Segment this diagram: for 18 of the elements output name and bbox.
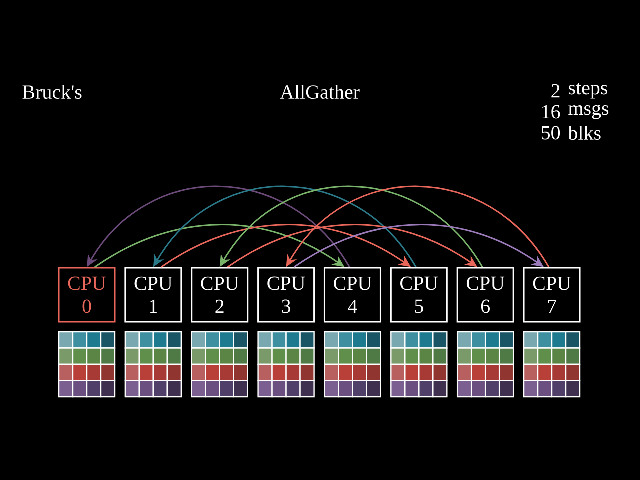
- cpu-box: CPU 1: [124, 267, 182, 323]
- stat-unit: msgs: [568, 104, 609, 120]
- cpu-box: CPU 3: [258, 267, 316, 323]
- cpu-box: CPU 0: [58, 267, 116, 323]
- cpu-box: CPU 5: [390, 267, 448, 323]
- algorithm-name: Bruck's: [22, 84, 82, 100]
- cpu-box: CPU 7: [523, 267, 581, 323]
- arrow: [87, 186, 350, 268]
- stat-unit: blks: [568, 126, 601, 140]
- title: AllGather: [280, 84, 360, 100]
- stat-value: 2: [552, 84, 560, 98]
- cpu-box: CPU 2: [191, 267, 249, 323]
- cpu-box: CPU 6: [456, 267, 514, 323]
- arrow: [286, 186, 550, 268]
- stat-value: 16: [542, 105, 560, 119]
- stat-unit: steps: [569, 83, 608, 99]
- cpu-box: CPU 4: [324, 267, 382, 323]
- stat-value: 50: [542, 126, 560, 140]
